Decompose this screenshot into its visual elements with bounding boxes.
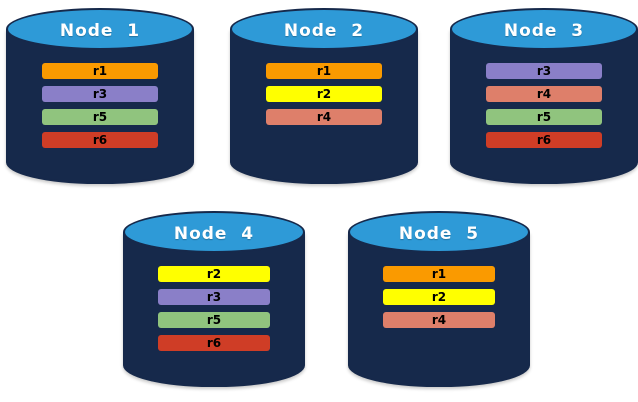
replica-stack-3: r3 r4 r5 r6 [450,63,638,155]
replica-bar[interactable]: r4 [486,86,602,102]
cylinder-top-2 [230,8,418,50]
replica-bar[interactable]: r1 [266,63,382,79]
cylinder-top-5 [348,211,530,253]
replica-bar[interactable]: r3 [42,86,158,102]
node-cylinder-3[interactable]: Node 3 r3 r4 r5 r6 [450,8,638,184]
node-cylinder-2[interactable]: Node 2 r1 r2 r4 [230,8,418,184]
replica-bar[interactable]: r3 [486,63,602,79]
cylinder-body-3 [450,29,638,184]
node-label-2: Node 2 [283,21,365,41]
cylinder-body-4 [123,232,305,387]
replica-bar[interactable]: r6 [42,132,158,148]
node-label-4: Node 4 [173,224,255,244]
cylinder-top-1 [6,8,194,50]
replica-stack-2: r1 r2 r4 [230,63,418,132]
node-label-1: Node 1 [59,21,141,41]
node-label-3: Node 3 [503,21,585,41]
replica-bar[interactable]: r6 [486,132,602,148]
replica-bar[interactable]: r5 [486,109,602,125]
replica-bar[interactable]: r2 [158,266,270,282]
replica-bar[interactable]: r5 [42,109,158,125]
replica-bar[interactable]: r3 [158,289,270,305]
replica-stack-5: r1 r2 r4 [348,266,530,335]
replica-stack-4: r2 r3 r5 r6 [123,266,305,358]
cylinder-top-3 [450,8,638,50]
node-cylinder-1[interactable]: Node 1 r1 r3 r5 r6 [6,8,194,184]
replica-bar[interactable]: r1 [383,266,495,282]
node-cylinder-4[interactable]: Node 4 r2 r3 r5 r6 [123,211,305,387]
replica-stack-1: r1 r3 r5 r6 [6,63,194,155]
node-cylinder-5[interactable]: Node 5 r1 r2 r4 [348,211,530,387]
replica-bar[interactable]: r2 [383,289,495,305]
replica-bar[interactable]: r4 [383,312,495,328]
replica-bar[interactable]: r1 [42,63,158,79]
replica-bar[interactable]: r4 [266,109,382,125]
replica-bar[interactable]: r2 [266,86,382,102]
node-label-5: Node 5 [398,224,480,244]
replica-bar[interactable]: r5 [158,312,270,328]
cylinder-body-2 [230,29,418,184]
cylinder-top-4 [123,211,305,253]
replica-bar[interactable]: r6 [158,335,270,351]
